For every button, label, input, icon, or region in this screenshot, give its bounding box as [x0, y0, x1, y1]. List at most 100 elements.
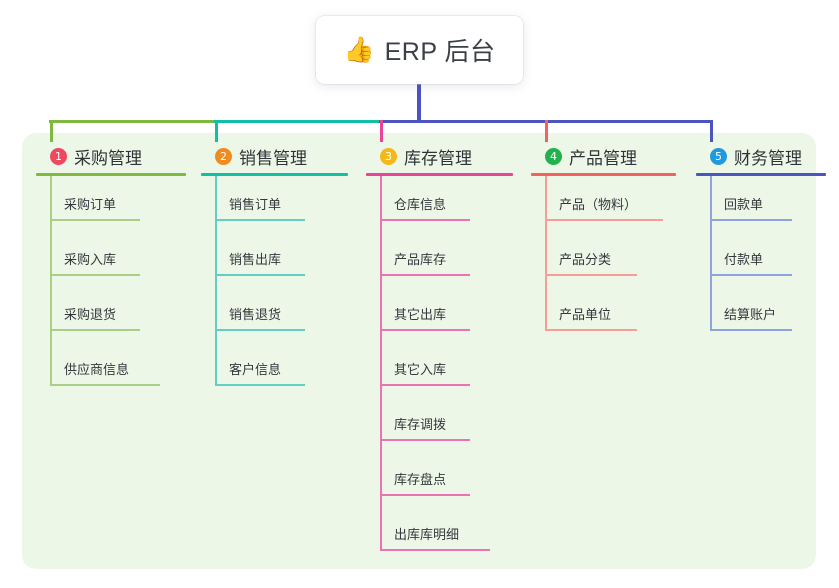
branch-item-underline: [380, 384, 470, 386]
branch-item[interactable]: 销售出库: [201, 231, 348, 286]
bus-segment-2: [214, 120, 383, 123]
branch-header-1[interactable]: 1 采购管理: [36, 144, 186, 168]
branch-item-label: 产品库存: [394, 252, 447, 267]
branch-item-label: 结算账户: [724, 307, 777, 322]
branch-item-underline: [215, 329, 305, 331]
branch-item-label: 产品分类: [559, 252, 612, 267]
branch-item-underline: [50, 219, 140, 221]
branch-underline-2: [201, 173, 348, 176]
branch-item-label: 其它入库: [394, 362, 447, 377]
branch-item-label: 库存盘点: [394, 472, 447, 487]
branch-item-underline: [50, 329, 140, 331]
branch-item[interactable]: 供应商信息: [36, 341, 186, 396]
branch-item-underline: [50, 274, 140, 276]
branch-item[interactable]: 产品（物料）: [531, 176, 676, 231]
branch-badge-3: 3: [380, 147, 397, 165]
branch-1: 1 采购管理采购订单采购入库采购退货供应商信息: [36, 144, 186, 396]
branch-item-underline: [215, 274, 305, 276]
branch-item[interactable]: 产品单位: [531, 286, 676, 341]
branch-header-3[interactable]: 3 库存管理: [366, 144, 513, 168]
branch-spine-1: [50, 176, 52, 386]
root-node-label: ERP 后台: [384, 38, 496, 66]
branch-header-5[interactable]: 5 财务管理: [696, 144, 826, 168]
branch-item[interactable]: 回款单: [696, 176, 826, 231]
branch-item-label: 销售退货: [229, 307, 282, 322]
branch-item[interactable]: 客户信息: [201, 341, 348, 396]
branch-item[interactable]: 销售退货: [201, 286, 348, 341]
branch-item-label: 采购订单: [64, 197, 117, 212]
branch-item-label: 销售出库: [229, 252, 282, 267]
branch-item[interactable]: 付款单: [696, 231, 826, 286]
branch-item-label: 采购退货: [64, 307, 117, 322]
branch-item-underline: [710, 274, 792, 276]
root-stem-connector: [417, 84, 421, 123]
branch-badge-5: 5: [710, 147, 727, 165]
branch-item-underline: [215, 384, 305, 386]
branch-underline-4: [531, 173, 676, 176]
branch-underline-5: [696, 173, 826, 176]
branch-label-3: 库存管理: [404, 148, 472, 168]
branch-badge-1: 1: [50, 147, 67, 165]
branch-item-underline: [380, 549, 490, 551]
branch-item-underline: [380, 219, 470, 221]
branch-item-underline: [380, 274, 470, 276]
branch-drop-3: [379, 120, 383, 142]
branch-item-label: 付款单: [724, 252, 764, 267]
branch-3: 3 库存管理仓库信息产品库存其它出库其它入库库存调拨库存盘点出库库明细: [366, 144, 513, 561]
branch-drop-1: [49, 120, 53, 142]
branch-item[interactable]: 库存盘点: [366, 451, 513, 506]
branch-item[interactable]: 出库库明细: [366, 506, 513, 561]
branch-item-label: 销售订单: [229, 197, 282, 212]
branch-children-4: 产品（物料） 产品分类产品单位: [531, 176, 676, 341]
branch-item-label: 产品（物料）: [559, 197, 638, 212]
branch-item-underline: [545, 274, 637, 276]
branch-item[interactable]: 产品分类: [531, 231, 676, 286]
branch-5: 5 财务管理回款单付款单结算账户: [696, 144, 826, 341]
diagram-panel: [22, 133, 816, 569]
branch-item-underline: [50, 384, 160, 386]
branch-children-2: 销售订单销售出库销售退货客户信息: [201, 176, 348, 396]
branch-item-underline: [545, 219, 663, 221]
branch-label-1: 采购管理: [74, 148, 142, 168]
branch-item[interactable]: 采购订单: [36, 176, 186, 231]
branch-item[interactable]: 结算账户: [696, 286, 826, 341]
branch-item-label: 其它出库: [394, 307, 447, 322]
branch-item-label: 回款单: [724, 197, 764, 212]
branch-item[interactable]: 其它入库: [366, 341, 513, 396]
branch-badge-2: 2: [215, 147, 232, 165]
branch-underline-3: [366, 173, 513, 176]
branch-drop-5: [709, 120, 713, 142]
branch-item-label: 客户信息: [229, 362, 282, 377]
branch-children-1: 采购订单采购入库采购退货供应商信息: [36, 176, 186, 396]
branch-item[interactable]: 采购退货: [36, 286, 186, 341]
branch-spine-3: [380, 176, 382, 551]
branch-spine-5: [710, 176, 712, 331]
branch-item-label: 产品单位: [559, 307, 612, 322]
branch-label-5: 财务管理: [734, 148, 802, 168]
branch-underline-1: [36, 173, 186, 176]
thumbs-up-icon: 👍: [343, 35, 375, 64]
branch-item-label: 供应商信息: [64, 362, 130, 377]
branch-drop-4: [544, 120, 548, 142]
branch-item-underline: [710, 219, 792, 221]
branch-item[interactable]: 其它出库: [366, 286, 513, 341]
branch-label-2: 销售管理: [239, 148, 307, 168]
branch-item-underline: [215, 219, 305, 221]
branch-item-label: 出库库明细: [394, 527, 460, 542]
branch-item[interactable]: 仓库信息: [366, 176, 513, 231]
branch-item[interactable]: 产品库存: [366, 231, 513, 286]
branch-spine-2: [215, 176, 217, 386]
branch-item[interactable]: 采购入库: [36, 231, 186, 286]
bus-segment-1: [49, 120, 218, 123]
branch-item[interactable]: 库存调拨: [366, 396, 513, 451]
branch-label-4: 产品管理: [569, 148, 637, 168]
branch-children-3: 仓库信息产品库存其它出库其它入库库存调拨库存盘点出库库明细: [366, 176, 513, 561]
root-node[interactable]: 👍 ERP 后台: [316, 16, 523, 84]
branch-item-label: 采购入库: [64, 252, 117, 267]
branch-spine-4: [545, 176, 547, 331]
branch-drop-2: [214, 120, 218, 142]
branch-item[interactable]: 销售订单: [201, 176, 348, 231]
branch-header-2[interactable]: 2 销售管理: [201, 144, 348, 168]
